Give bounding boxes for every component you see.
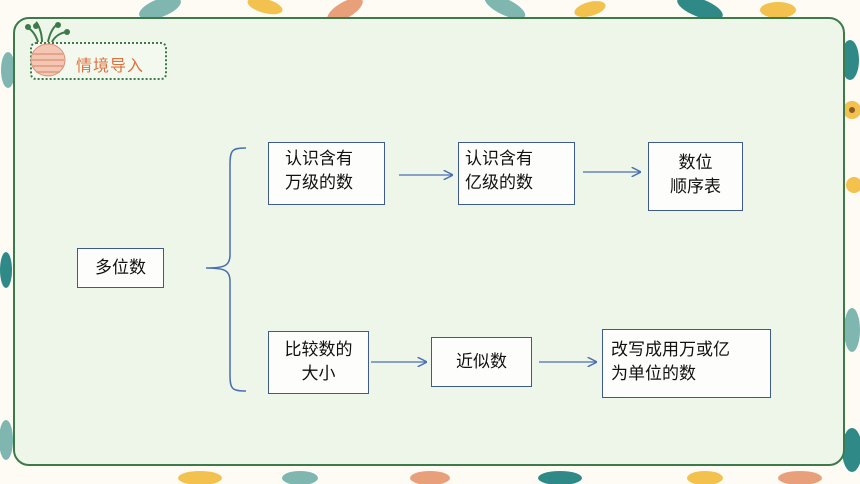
node-top-2-line-2: 亿级的数 xyxy=(465,173,533,193)
node-top-3-line-2: 顺序表 xyxy=(670,177,721,197)
node-top-1-line-2: 万级的数 xyxy=(285,173,353,193)
node-bottom-3-line-1: 改写成用万或亿 xyxy=(611,340,730,360)
node-top-2: 认识含有 亿级的数 xyxy=(458,142,575,205)
node-bottom-3-line-2: 为单位的数 xyxy=(611,364,696,384)
node-bottom-1: 比较数的 大小 xyxy=(268,331,369,394)
node-top-2-line-1: 认识含有 xyxy=(465,149,533,169)
brace xyxy=(205,147,247,392)
node-top-3: 数位 顺序表 xyxy=(648,142,743,211)
node-bottom-3: 改写成用万或亿 为单位的数 xyxy=(602,329,771,398)
node-bottom-1-line-2: 大小 xyxy=(301,364,336,384)
node-top-3-line-1: 数位 xyxy=(678,153,713,173)
section-title: 情境导入 xyxy=(76,56,145,75)
node-top-1: 认识含有 万级的数 xyxy=(268,142,385,205)
node-bottom-1-line-1: 比较数的 xyxy=(284,340,353,360)
plant-pot-icon xyxy=(25,21,70,77)
node-root-label: 多位数 xyxy=(95,258,146,278)
node-top-1-line-1: 认识含有 xyxy=(285,149,353,169)
node-root: 多位数 xyxy=(77,248,164,288)
node-bottom-2-label: 近似数 xyxy=(456,352,507,372)
node-bottom-2: 近似数 xyxy=(431,337,532,387)
